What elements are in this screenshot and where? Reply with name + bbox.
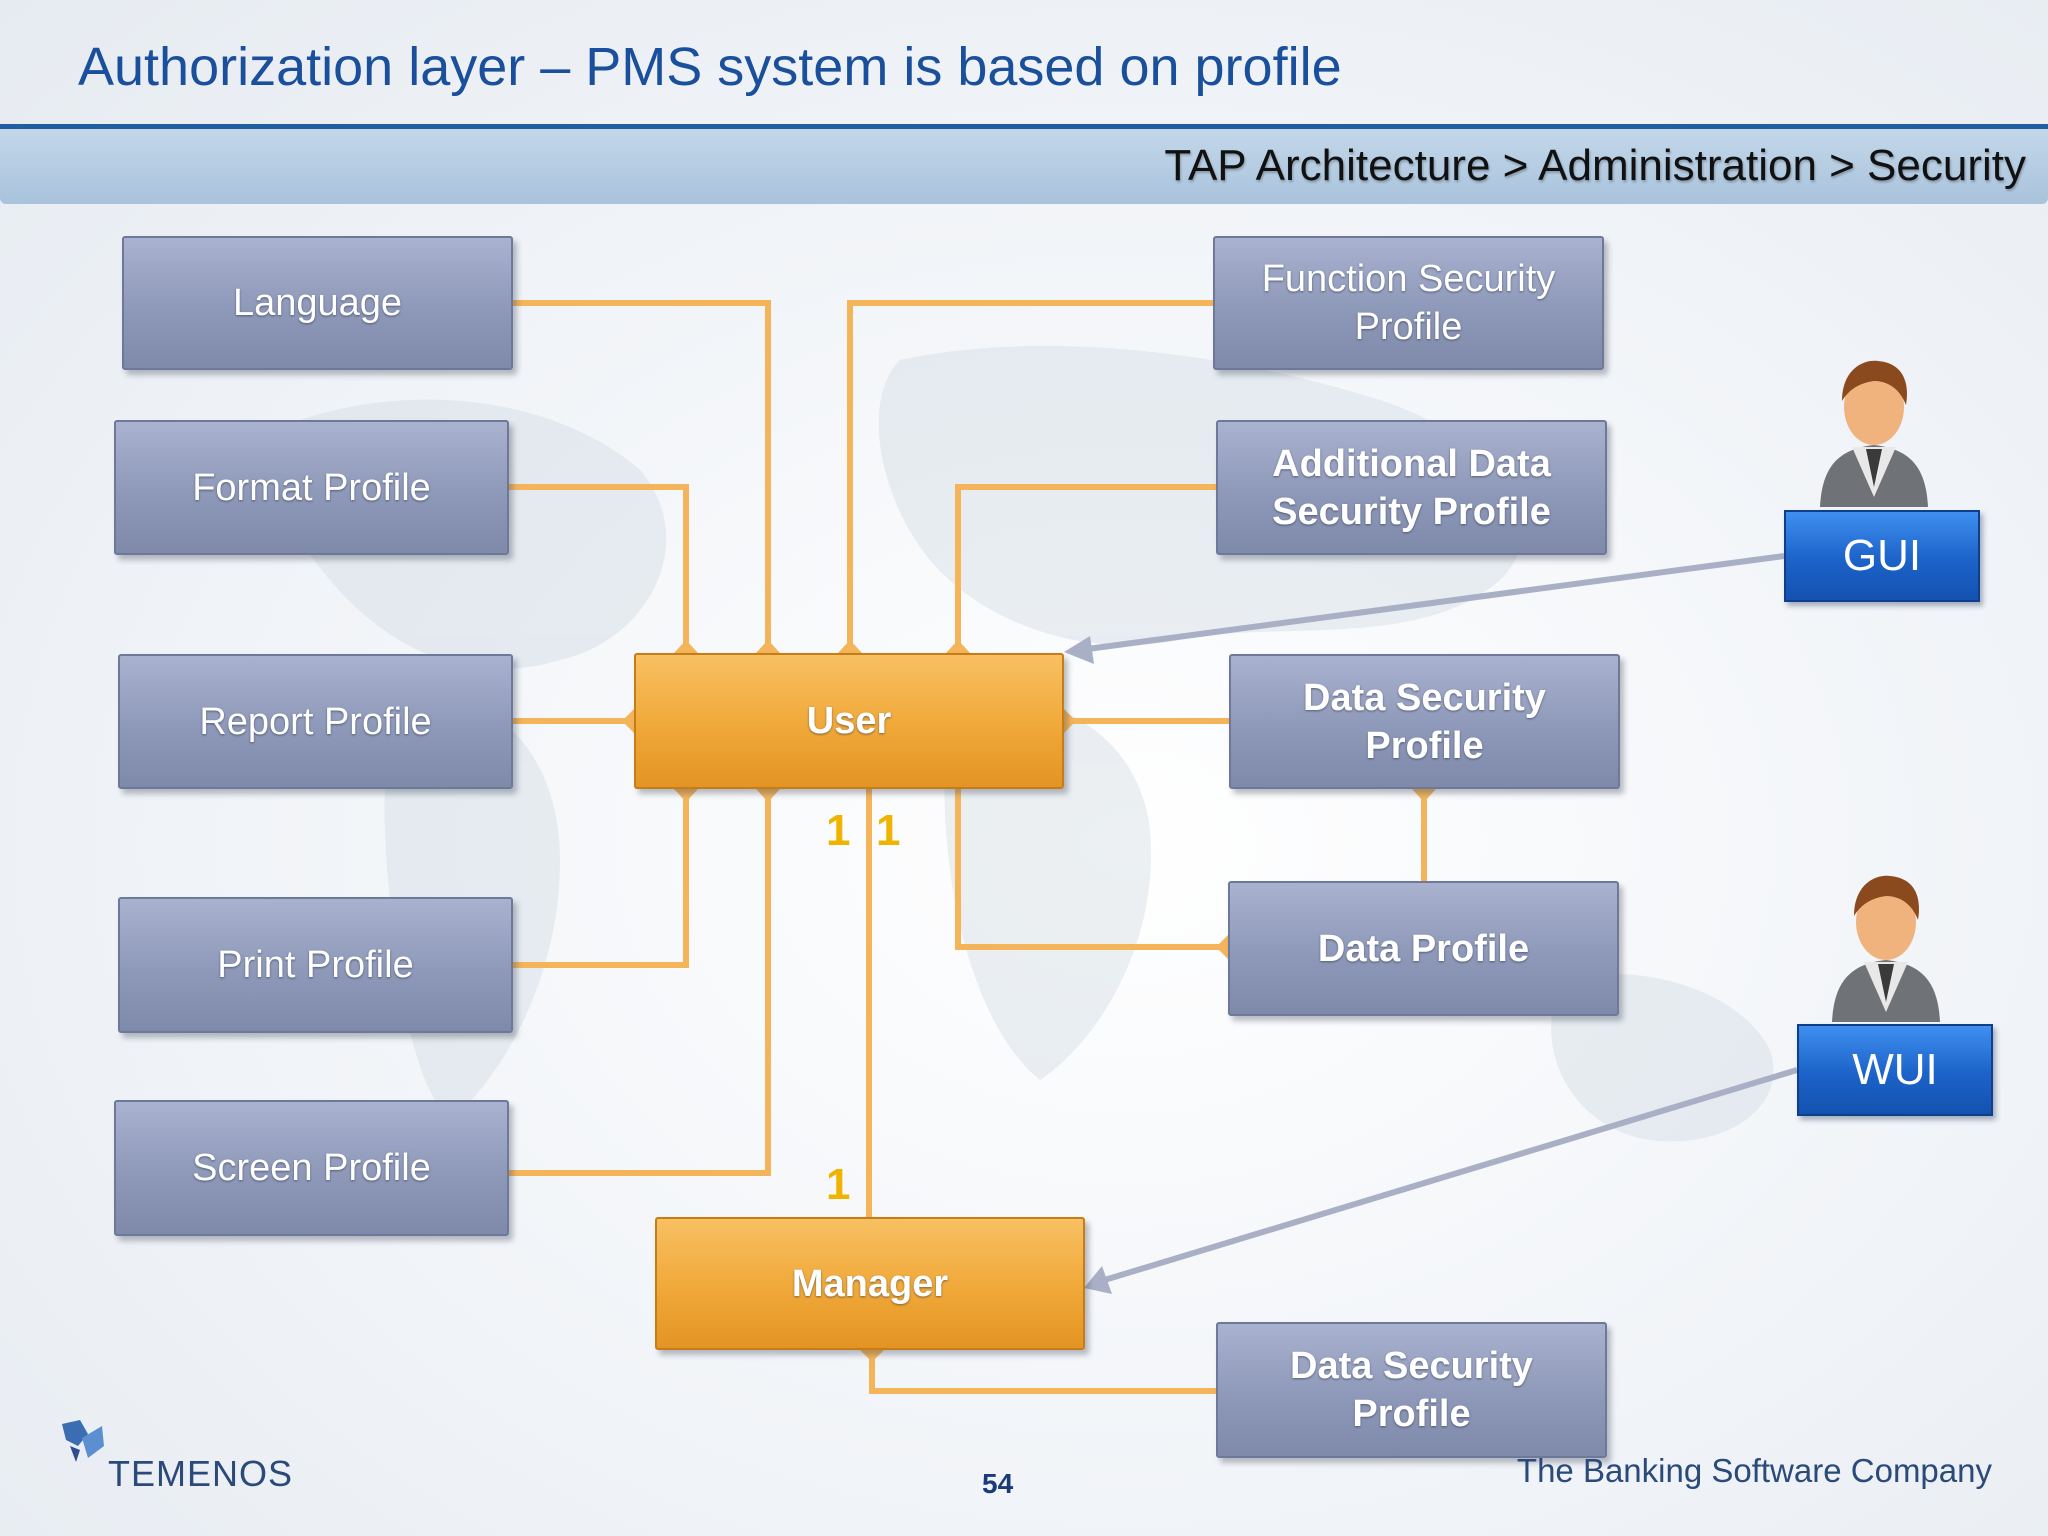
connector-format — [509, 484, 689, 653]
marker-1 — [756, 640, 780, 653]
wui-arrow-head — [1084, 1266, 1112, 1294]
multiplicity-label-3: 1 — [826, 1160, 851, 1209]
screen-profile-label: Screen Profile — [192, 1147, 431, 1189]
function-security-profile-box: Function Security Profile — [1213, 236, 1604, 370]
marker-10 — [1412, 789, 1436, 802]
connector-data-profile — [955, 789, 1228, 950]
marker-2 — [674, 640, 698, 653]
company-tagline: The Banking Software Company — [1516, 1452, 1992, 1489]
temenos-logo-icon — [62, 1420, 104, 1462]
gui-badge: GUI — [1784, 510, 1980, 602]
data-profile-box: Data Profile — [1228, 881, 1619, 1016]
additional-data-security-profile-box: Additional Data Security Profile — [1216, 420, 1607, 555]
slide-title: Authorization layer – PMS system is base… — [78, 37, 1342, 97]
data-profile-label: Data Profile — [1317, 927, 1530, 970]
manager-data-security-profile-box: Data Security Profile — [1216, 1322, 1607, 1458]
page-number: 54 — [982, 1468, 1014, 1499]
connector-manager-data-security — [869, 1350, 1216, 1394]
gui-arrow-line — [1079, 553, 1785, 653]
gui-user-icon — [1820, 360, 1928, 507]
language-box: Language — [122, 236, 513, 370]
multiplicity-label-1: 1 — [826, 806, 851, 855]
manager-label: Manager — [791, 1262, 949, 1305]
print-profile-box: Print Profile — [118, 897, 513, 1033]
temenos-logo-text: TEMENOS — [108, 1453, 294, 1494]
user-box: User — [634, 653, 1064, 789]
connector-language — [513, 300, 771, 653]
marker-7 — [674, 789, 698, 802]
report-profile-box: Report Profile — [118, 654, 513, 789]
function-security-profile-label: Function Security Profile — [1261, 258, 1556, 348]
marker-11 — [860, 1350, 884, 1362]
manager-box: Manager — [655, 1217, 1085, 1350]
format-profile-box: Format Profile — [114, 420, 509, 555]
screen-profile-box: Screen Profile — [114, 1100, 509, 1236]
multiplicity-label-2: 1 — [876, 806, 901, 855]
connector-function-security — [847, 300, 1213, 653]
report-profile-label: Report Profile — [199, 700, 432, 743]
wui-badge: WUI — [1797, 1024, 1993, 1116]
wui-user-icon — [1832, 875, 1940, 1022]
format-profile-label: Format Profile — [192, 466, 431, 509]
language-label: Language — [232, 282, 403, 324]
marker-4 — [946, 640, 970, 653]
breadcrumb: TAP Architecture > Administration > Secu… — [1164, 141, 2026, 190]
additional-data-security-profile-label: Additional Data Security Profile — [1272, 442, 1551, 533]
data-security-profile-label: Data Security Profile — [1303, 676, 1546, 767]
marker-9 — [1216, 935, 1228, 959]
gui-arrow-head — [1064, 636, 1094, 664]
manager-data-security-profile-label: Data Security Profile — [1290, 1345, 1533, 1435]
data-security-profile-box: Data Security Profile — [1229, 654, 1620, 789]
marker-3 — [838, 640, 862, 653]
user-label: User — [806, 700, 892, 742]
breadcrumb-bar: TAP Architecture > Administration > Secu… — [0, 129, 2048, 204]
connector-additional-data-security — [955, 484, 1216, 653]
marker-8 — [756, 789, 780, 802]
marker-6 — [1064, 709, 1076, 733]
title-divider — [0, 124, 2048, 129]
connector-print — [513, 789, 689, 968]
print-profile-label: Print Profile — [217, 944, 414, 986]
connector-screen — [509, 789, 771, 1176]
marker-5 — [622, 709, 634, 733]
wui-arrow-line — [1097, 1067, 1798, 1285]
